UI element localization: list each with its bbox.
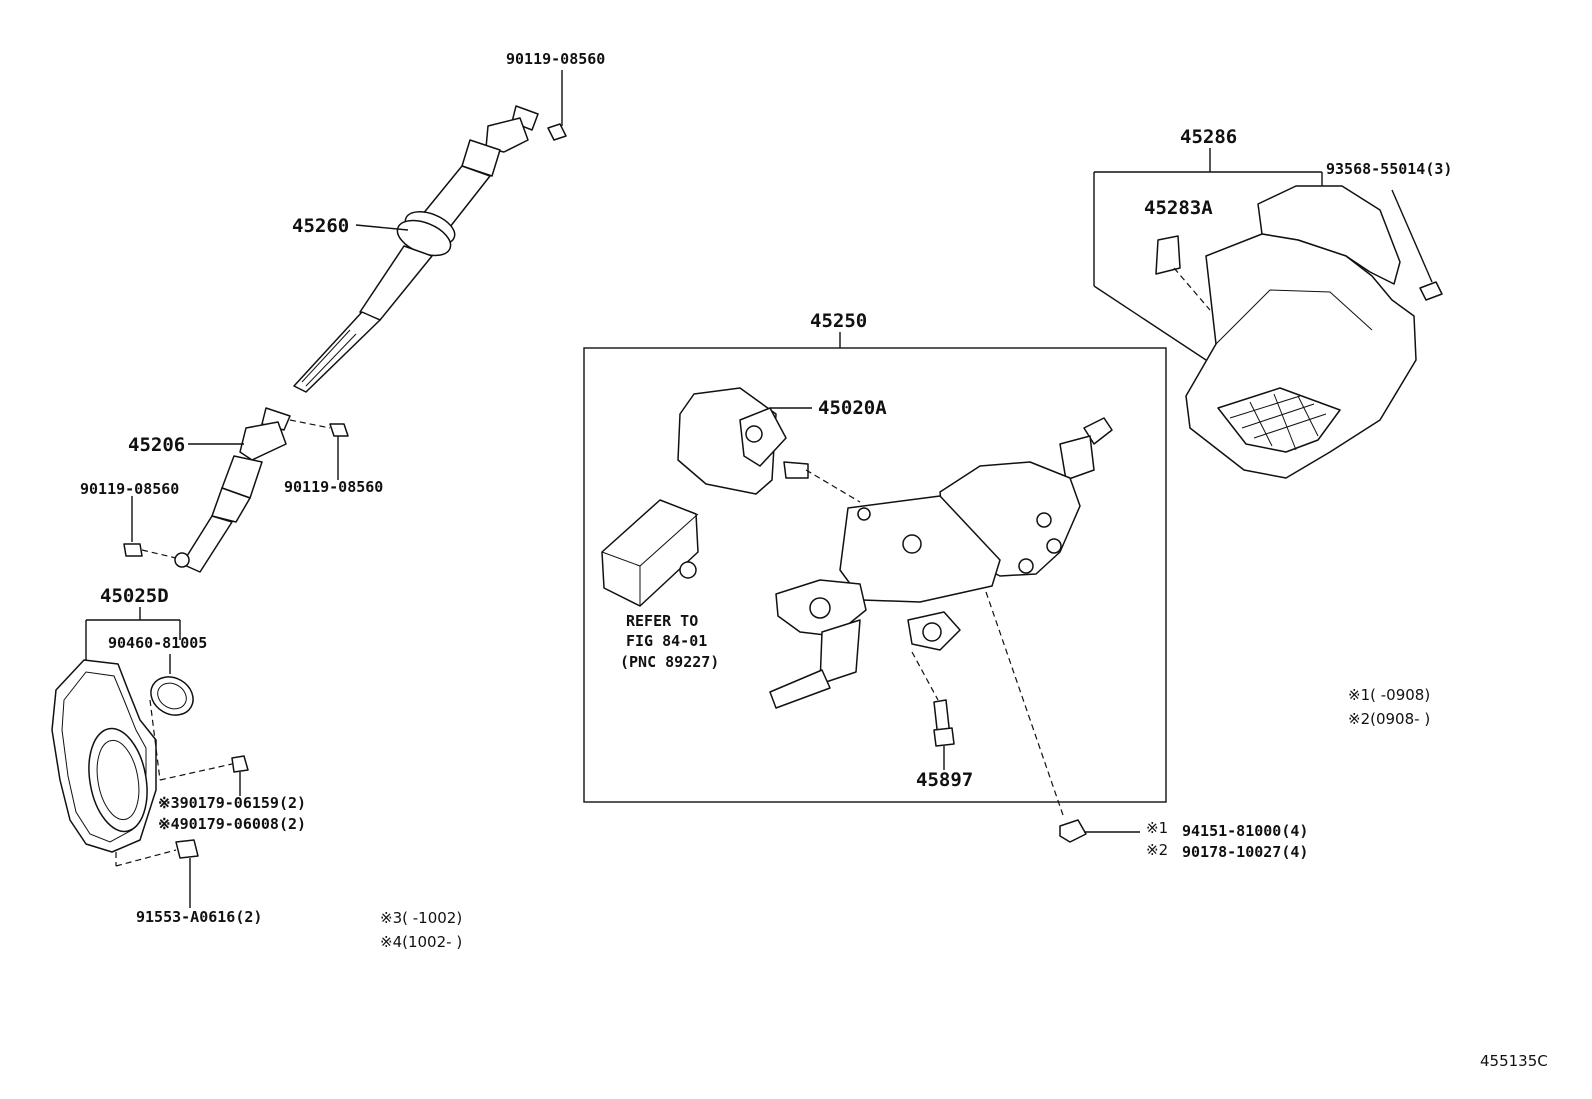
nut-upper[interactable]: [231, 755, 249, 773]
label-bolt-bottom: 91553-A0616(2): [136, 908, 262, 926]
label-nut-c: 94151-81000(4): [1182, 822, 1308, 840]
diagram-id: 455135C: [1480, 1052, 1548, 1070]
label-stud-45897: 45897: [916, 769, 973, 791]
label-cover-45286: 45286: [1180, 126, 1237, 148]
stud-45897[interactable]: [933, 699, 955, 747]
label-lock-45020a: 45020A: [818, 397, 887, 419]
label-seal: 90460-81005: [108, 634, 207, 652]
label-plate-45283a[interactable]: [1155, 235, 1181, 275]
bolt-bottom[interactable]: [175, 839, 199, 859]
column-hole-cover[interactable]: [51, 659, 157, 853]
bolt-right[interactable]: [329, 423, 349, 437]
clip-93568[interactable]: [1419, 281, 1443, 301]
label-nut-a: ※390179-06159(2): [158, 794, 306, 812]
label-refer-2: FIG 84-01: [626, 632, 707, 650]
seal-90460[interactable]: [144, 669, 200, 722]
label-cover-45025d: 45025D: [100, 585, 169, 607]
column-cover-set[interactable]: [1185, 185, 1417, 479]
label-column-45250: 45250: [810, 310, 867, 332]
label-joint-45206: 45206: [128, 434, 185, 456]
label-nut-d-mark: ※2: [1146, 841, 1168, 859]
label-nut-c-mark: ※1: [1146, 819, 1168, 837]
bolt-top[interactable]: [547, 70, 567, 141]
note-3: ※3( -1002): [380, 909, 462, 927]
steering-column-body[interactable]: [769, 417, 1113, 709]
label-nut-b: ※490179-06008(2): [158, 815, 306, 833]
label-shaft-45260: 45260: [292, 215, 349, 237]
steering-joint-45206[interactable]: [174, 407, 291, 573]
label-bolt-left: 90119-08560: [80, 480, 179, 498]
lock-45020a[interactable]: [677, 387, 809, 495]
note-1: ※1( -0908): [1348, 686, 1430, 704]
column-assy-box: [583, 347, 1167, 803]
label-clip: 93568-55014(3): [1326, 160, 1452, 178]
note-2: ※2(0908- ): [1348, 710, 1430, 728]
label-bolt-right: 90119-08560: [284, 478, 383, 496]
label-refer-1: REFER TO: [626, 612, 698, 630]
label-nut-d: 90178-10027(4): [1182, 843, 1308, 861]
label-refer-3: (PNC 89227): [620, 653, 719, 671]
label-bolt-top: 90119-08560: [506, 50, 605, 68]
nut-column[interactable]: [1059, 819, 1087, 843]
note-4: ※4(1002- ): [380, 933, 462, 951]
intermediate-shaft-45260[interactable]: [293, 105, 539, 393]
bolt-left[interactable]: [123, 543, 143, 557]
reference-part[interactable]: [601, 499, 699, 607]
label-45283a: 45283A: [1144, 197, 1213, 219]
